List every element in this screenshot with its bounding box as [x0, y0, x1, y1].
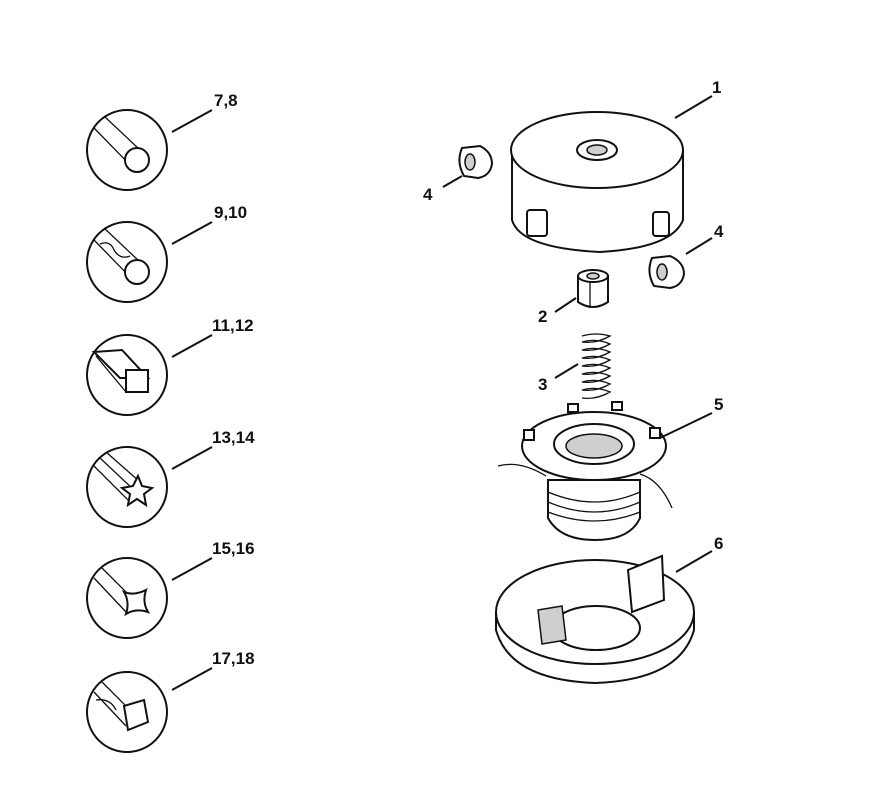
part-4-eyelet-left: 4	[423, 144, 494, 204]
part-label: 4	[714, 222, 724, 241]
profile-17-18: 17,18	[86, 649, 255, 753]
profile-label: 7,8	[214, 91, 238, 110]
profile-9-10: 9,10	[86, 203, 247, 303]
part-2-nut: 2	[538, 269, 609, 326]
profile-11-12: 11,12	[86, 316, 254, 416]
part-label: 2	[538, 307, 547, 326]
part-4-eyelet-right: 4	[648, 222, 724, 290]
profile-13-14: 13,14	[86, 428, 255, 528]
profile-label: 11,12	[212, 316, 254, 335]
part-label: 6	[714, 534, 723, 553]
part-3-spring: 3	[538, 333, 612, 400]
part-label: 4	[423, 185, 433, 204]
part-1-cover: 1	[510, 78, 721, 254]
part-5-spool: 5	[497, 395, 723, 542]
profile-label: 17,18	[212, 649, 255, 668]
profile-label: 9,10	[214, 203, 247, 222]
part-label: 1	[712, 78, 721, 97]
part-label: 3	[538, 375, 547, 394]
profile-15-16: 15,16	[86, 539, 255, 639]
profile-label: 15,16	[212, 539, 255, 558]
profile-label: 13,14	[212, 428, 255, 447]
profile-7-8: 7,8	[86, 91, 238, 191]
part-label: 5	[714, 395, 723, 414]
part-6-base: 6	[495, 534, 723, 685]
